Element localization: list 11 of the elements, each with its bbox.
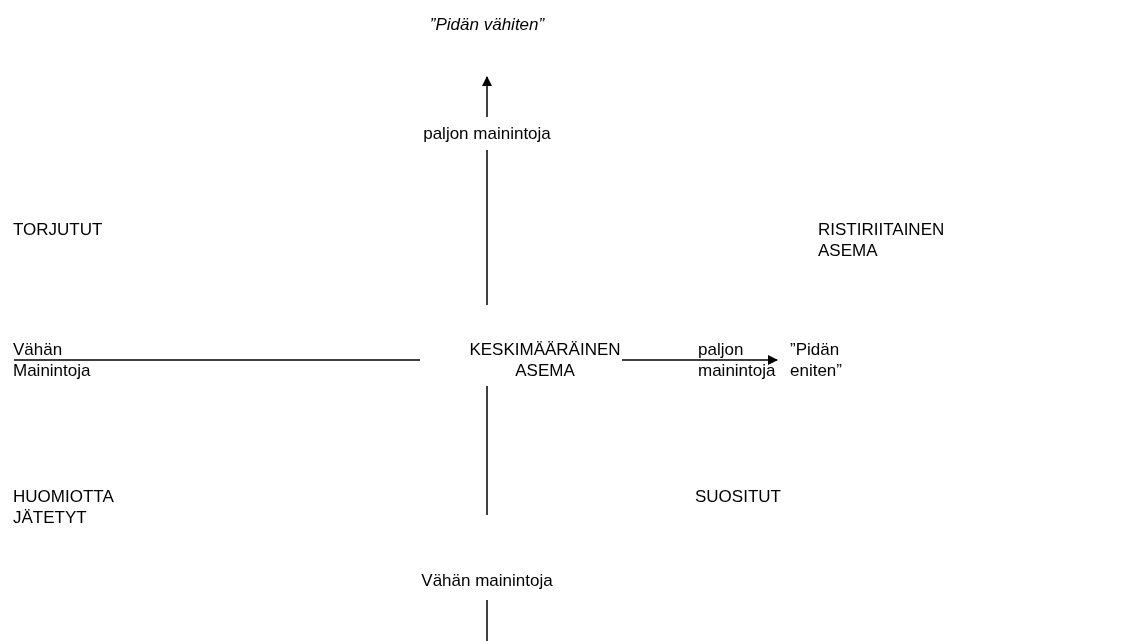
quadrant-label: RISTIRIITAINEN ASEMA <box>818 219 946 261</box>
quadrant-label: SUOSITUT <box>695 486 781 507</box>
axis-end-label: ”Pidän vähiten” <box>429 14 545 35</box>
quadrant-label: TORJUTUT <box>13 219 103 240</box>
axis-label: Vähän Mainintoja <box>13 339 92 381</box>
center-label: KESKIMÄÄRÄINEN ASEMA <box>468 339 622 381</box>
axis-label: Vähän mainintoja <box>421 570 553 591</box>
quadrant-label: HUOMIOTTA JÄTETYT <box>13 486 115 528</box>
axis-label: paljon mainintoja <box>423 123 551 144</box>
axis-end-label: ”Pidän eniten” <box>790 339 843 381</box>
axis-label: paljon mainintoja <box>698 339 777 381</box>
